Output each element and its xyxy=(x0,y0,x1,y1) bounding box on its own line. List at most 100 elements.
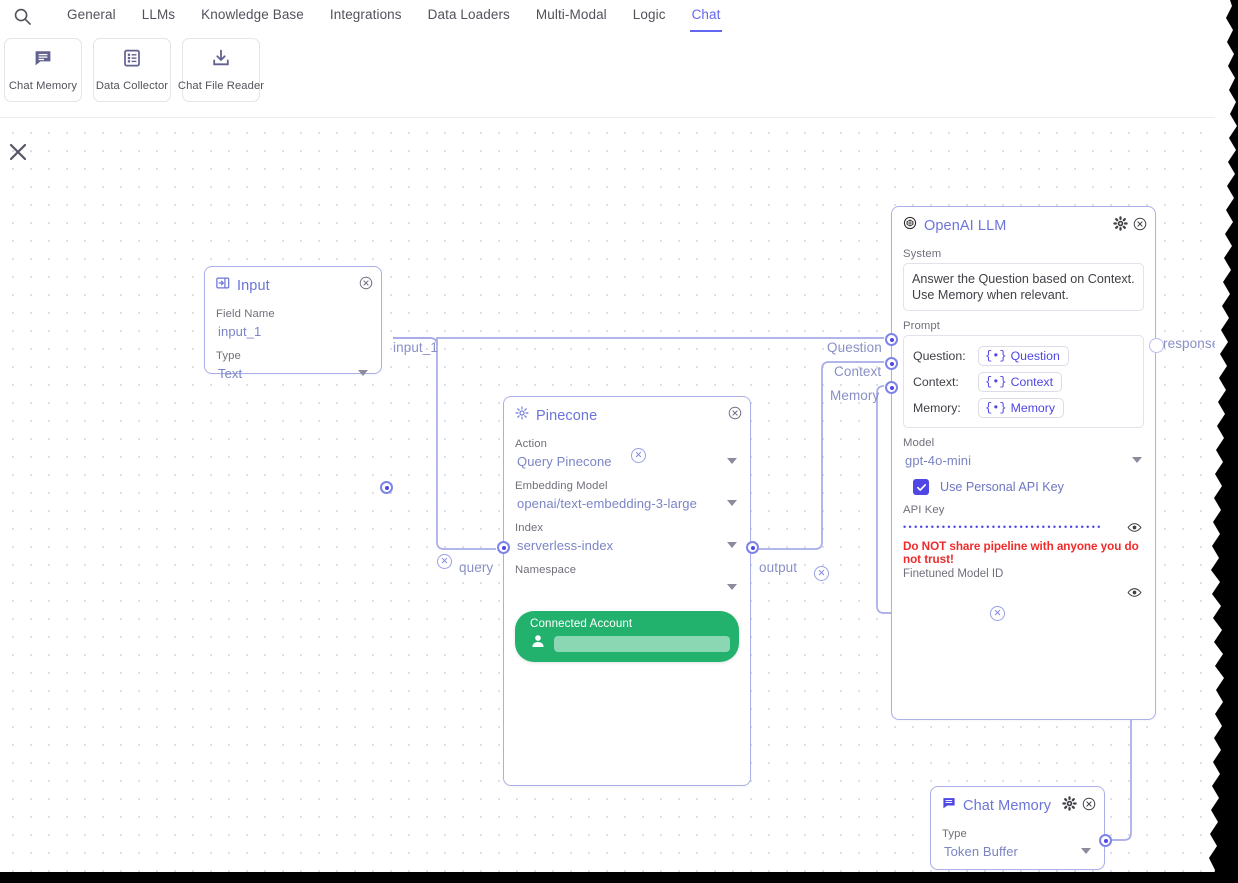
tab-knowledge-base[interactable]: Knowledge Base xyxy=(201,7,304,22)
bottom-edge-artifact xyxy=(0,872,1238,883)
api-key-masked-value: •••••••••••••••••••••••••••••••••••••• xyxy=(903,523,1103,533)
finetuned-model-id-row[interactable] xyxy=(903,585,1144,600)
edge-delete-button[interactable]: ✕ xyxy=(437,554,452,569)
palette-item-data-collector[interactable]: Data Collector xyxy=(93,38,171,102)
close-icon[interactable] xyxy=(359,276,373,290)
input-handle-memory[interactable] xyxy=(885,381,898,394)
edge-delete-button[interactable]: ✕ xyxy=(631,448,646,463)
field-select-model[interactable]: gpt-4o-mini xyxy=(903,450,1144,470)
connected-account-value[interactable] xyxy=(554,635,730,652)
field-label-prompt: Prompt xyxy=(903,320,941,333)
output-handle-chat-memory[interactable] xyxy=(1099,834,1112,847)
field-select-type-value: Text xyxy=(218,366,243,381)
prompt-line-memory: Memory: {•} Memory xyxy=(913,398,1134,419)
close-icon[interactable] xyxy=(728,406,742,420)
api-key-field-row[interactable]: •••••••••••••••••••••••••••••••••••••• xyxy=(903,520,1144,535)
input-handle-question[interactable] xyxy=(885,333,898,346)
field-select-model-value: gpt-4o-mini xyxy=(905,453,972,469)
eye-icon[interactable] xyxy=(1127,585,1142,600)
nav-tabs: General LLMs Knowledge Base Integrations… xyxy=(54,0,733,32)
chevron-down-icon xyxy=(1081,848,1091,854)
field-label-model: Model xyxy=(903,437,935,450)
download-icon xyxy=(211,48,231,73)
openai-icon xyxy=(903,216,917,235)
use-personal-api-key-row[interactable]: Use Personal API Key xyxy=(913,479,1144,496)
variable-pill-context[interactable]: {•} Context xyxy=(978,372,1062,393)
chevron-down-icon xyxy=(358,370,368,376)
node-openai-llm[interactable]: OpenAI LLM xyxy=(885,206,1164,720)
connected-account-row xyxy=(530,633,730,654)
node-header: OpenAI LLM xyxy=(892,207,1155,237)
field-select-namespace-value xyxy=(515,577,739,597)
gear-icon[interactable] xyxy=(1062,796,1077,811)
tab-general[interactable]: General xyxy=(67,7,116,22)
tab-llms[interactable]: LLMs xyxy=(141,7,176,22)
close-icon[interactable] xyxy=(1082,797,1096,811)
chevron-down-icon xyxy=(727,542,737,548)
palette-item-label: Chat Memory xyxy=(8,80,78,92)
tab-data-loaders[interactable]: Data Loaders xyxy=(427,7,510,22)
system-prompt-textarea[interactable]: Answer the Question based on Context. Us… xyxy=(903,263,1144,312)
tab-multi-modal[interactable]: Multi-Modal xyxy=(535,7,607,22)
field-select-action[interactable]: Query Pinecone xyxy=(515,451,739,471)
node-actions xyxy=(728,406,742,420)
gear-icon[interactable] xyxy=(1113,216,1128,231)
eye-icon[interactable] xyxy=(1127,520,1142,535)
search-icon[interactable] xyxy=(8,2,36,30)
chat-bubble-icon xyxy=(33,48,53,73)
node-chat-memory[interactable]: Chat Memory xyxy=(930,786,1112,870)
output-handle-response[interactable] xyxy=(1149,338,1164,353)
tab-chat[interactable]: Chat xyxy=(679,0,734,32)
palette-item-chat-file-reader[interactable]: Chat File Reader xyxy=(178,38,264,102)
variable-pill-memory[interactable]: {•} Memory xyxy=(978,398,1065,419)
node-input[interactable]: Input Field Name input_1 Type Text xyxy=(204,266,393,494)
tab-integrations[interactable]: Integrations xyxy=(329,7,402,22)
chat-bubble-icon xyxy=(942,796,956,815)
prompt-textarea[interactable]: Question: {•} Question Context: {•} Cont… xyxy=(903,335,1144,429)
brace-icon: {•} xyxy=(985,401,1007,416)
field-label-index: Index xyxy=(515,522,544,534)
node-actions xyxy=(359,276,373,290)
field-label-type: Type xyxy=(942,828,967,840)
node-body: Field Name input_1 Type Text xyxy=(205,297,381,393)
node-header: Pinecone xyxy=(504,397,750,427)
close-icon[interactable] xyxy=(1133,217,1147,231)
pipeline-canvas[interactable]: ✕ ✕ ✕ ✕ input_1 query output Question Co… xyxy=(0,118,1215,872)
list-grid-icon xyxy=(122,48,142,73)
input-handle-context[interactable] xyxy=(885,357,898,370)
close-panel-button[interactable] xyxy=(8,142,27,161)
field-label-field-name: Field Name xyxy=(216,308,275,320)
edge-delete-button[interactable]: ✕ xyxy=(990,606,1005,621)
connected-account-card[interactable]: Connected Account xyxy=(515,611,739,662)
field-select-index[interactable]: serverless-index xyxy=(515,535,739,555)
palette-item-chat-memory[interactable]: Chat Memory xyxy=(4,38,82,102)
field-label-finetuned-model-id: Finetuned Model ID xyxy=(903,568,1004,581)
field-label-embedding-model: Embedding Model xyxy=(515,480,608,492)
field-select-embedding-model-value: openai/text-embedding-3-large xyxy=(517,496,697,511)
field-select-action-value: Query Pinecone xyxy=(517,454,612,469)
field-input-field-name[interactable]: input_1 xyxy=(218,324,262,339)
field-select-type[interactable]: Token Buffer xyxy=(942,841,1093,861)
input-handle-query[interactable] xyxy=(497,541,510,554)
field-select-embedding-model[interactable]: openai/text-embedding-3-large xyxy=(515,493,739,513)
field-label-api-key: API Key xyxy=(903,504,945,517)
output-handle-output[interactable] xyxy=(746,541,759,554)
use-personal-api-key-checkbox[interactable] xyxy=(913,479,929,496)
prompt-key: Memory: xyxy=(913,401,961,416)
field-select-namespace[interactable] xyxy=(515,577,739,597)
palette-item-label: Chat File Reader xyxy=(177,80,265,92)
edge-input-to-query xyxy=(393,337,496,550)
edge-label-input-1: input_1 xyxy=(393,340,438,355)
field-select-type[interactable]: Text xyxy=(216,363,370,383)
node-title: Input xyxy=(237,277,270,294)
prompt-key: Context: xyxy=(913,375,959,390)
node-actions xyxy=(1113,216,1147,231)
node-header: Input xyxy=(205,267,381,297)
output-handle-input-1[interactable] xyxy=(380,481,393,494)
edge-label-output: output xyxy=(759,560,798,575)
user-avatar-icon xyxy=(530,633,546,654)
node-pinecone[interactable]: Pinecone Action Query Pinecone Emb xyxy=(497,396,759,786)
variable-pill-question[interactable]: {•} Question xyxy=(978,346,1069,367)
edge-delete-button[interactable]: ✕ xyxy=(814,566,829,581)
tab-logic[interactable]: Logic xyxy=(632,7,666,22)
